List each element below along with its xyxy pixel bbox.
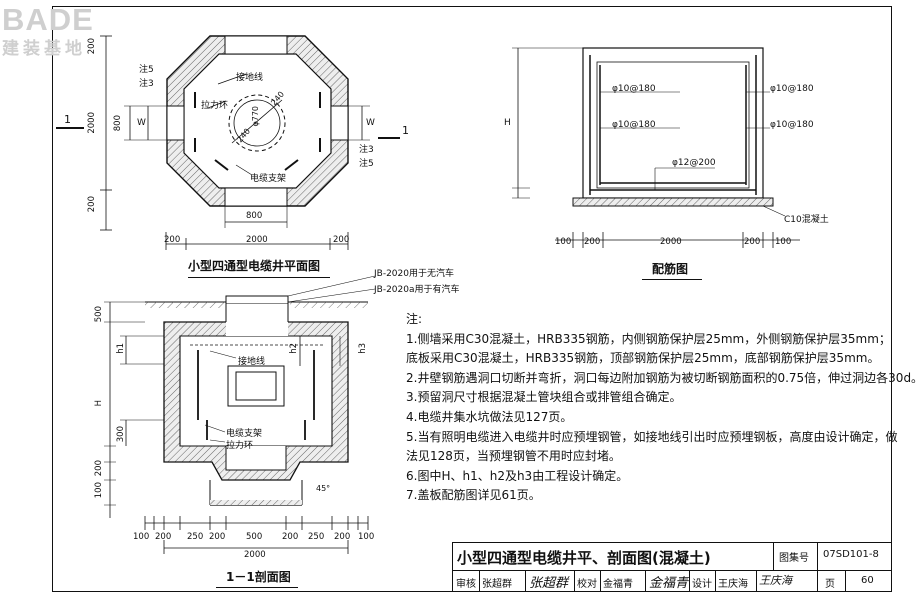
rebar-dim-100-right: 100	[775, 237, 792, 247]
page-number: 60	[861, 575, 874, 586]
section-bdim-250-right: 250	[308, 532, 325, 542]
title-block-row2: 审核 张超群 张超群 校对 金福青 金福青 设计 王庆海 王庆海 页 60	[453, 570, 891, 592]
designer-name: 王庆海	[718, 579, 748, 590]
drawing-title: 小型四通型电缆井平、剖面图(混凝土)	[457, 549, 711, 567]
reviewer-signature: 张超群	[529, 576, 569, 591]
rebar-dim-200-left: 200	[584, 237, 601, 247]
plan-w-left: W	[137, 118, 146, 128]
rebar-dim-2000: 2000	[660, 237, 682, 247]
rebar-label-5: φ12@200	[672, 158, 716, 168]
rebar-label-3: φ10@180	[612, 120, 656, 130]
section-bdim-200-mid: 200	[209, 532, 226, 542]
plan-dim-800-v: 800	[113, 115, 123, 132]
rebar-label-2: φ10@180	[770, 84, 814, 94]
section-dim-100: 100	[94, 482, 104, 499]
section-jb-car: JB-2020a用于有汽车	[374, 285, 460, 295]
section-bdim-200-mid2: 200	[282, 532, 299, 542]
section-bdim-200-left: 200	[155, 532, 172, 542]
plan-dim-800-h: 800	[246, 211, 263, 221]
section-bdim-250-left: 250	[187, 532, 204, 542]
plan-note5-left: 注5	[139, 65, 154, 75]
plan-caption-underline	[188, 277, 330, 278]
plan-cable-support-label: 电缆支架	[250, 174, 287, 184]
section-mark-right: 1	[402, 124, 409, 137]
section-dim-h: H	[94, 400, 104, 407]
section-bdim-200-right: 200	[334, 532, 351, 542]
rebar-concrete-label: C10混凝土	[784, 215, 829, 225]
reviewer-name: 张超群	[482, 579, 512, 590]
rebar-h-label: H	[504, 118, 511, 128]
brand-logo: BADE 建装基地	[2, 2, 94, 59]
rebar-dim-100-left: 100	[555, 237, 572, 247]
plan-caption: 小型四通型电缆井平面图	[188, 259, 321, 273]
plan-dim-2000-v: 2000	[87, 112, 97, 134]
note-line: 底板采用C30混凝土，HRB335钢筋，顶部钢筋保护层25mm，底部钢筋保护层3…	[406, 351, 880, 366]
logo-sub-text: 建装基地	[2, 39, 86, 59]
plan-pull-ring-label: 拉力环	[201, 101, 229, 111]
note-line: 2.井壁钢筋遇洞口切断并弯折，洞口每边附加钢筋为被切断钢筋面积的0.75倍，伸过…	[406, 370, 923, 385]
page-label: 页	[825, 579, 835, 590]
section-cable-support-label: 电缆支架	[226, 429, 263, 439]
notes-block: 注: 1.侧墙采用C30混凝土，HRB335钢筋，内侧钢筋保护层25mm，外侧钢…	[406, 310, 923, 506]
plan-ground-wire-label: 接地线	[236, 73, 264, 83]
section-bdim-100-left: 100	[133, 532, 150, 542]
note-line: 法见128页，当预埋钢管不用时应封堵。	[406, 449, 621, 464]
logo-main-text: BADE	[2, 2, 94, 37]
title-block-row1: 小型四通型电缆井平、剖面图(混凝土) 图集号 07SD101-8	[453, 543, 891, 571]
check-label: 校对	[577, 579, 597, 590]
section-bdim-100-right: 100	[358, 532, 375, 542]
section-dim-h2: h2	[289, 343, 299, 354]
rebar-label-4: φ10@180	[770, 120, 814, 130]
plan-cover-circle	[228, 94, 286, 152]
atlas-label: 图集号	[779, 553, 809, 564]
section-dim-h3: h3	[358, 343, 368, 354]
rebar-label-1: φ10@180	[612, 84, 656, 94]
checker-signature: 金福青	[649, 576, 689, 591]
note-line: 1.侧墙采用C30混凝土，HRB335钢筋，内侧钢筋保护层25mm，外侧钢筋保护…	[406, 331, 891, 346]
design-label: 设计	[692, 579, 712, 590]
plan-dim-200-left: 200	[164, 235, 181, 245]
atlas-number: 07SD101-8	[823, 549, 879, 560]
section-caption: 1－1剖面图	[226, 570, 291, 584]
title-block: 小型四通型电缆井平、剖面图(混凝土) 图集号 07SD101-8 审核 张超群 …	[452, 542, 892, 592]
rebar-dim-200-right: 200	[744, 237, 761, 247]
rebar-caption: 配筋图	[652, 262, 689, 276]
plan-diameter-label: φ770	[251, 106, 260, 127]
note-line: 3.预留洞尺寸根据混凝土管块组合或排管组合确定。	[406, 390, 682, 405]
section-dim-500: 500	[94, 306, 104, 323]
drawing-canvas	[56, 35, 800, 554]
plan-view	[56, 35, 400, 250]
section-bdim-2000: 2000	[244, 550, 266, 560]
rebar-view	[512, 47, 800, 248]
plan-dim-200-right: 200	[333, 235, 350, 245]
section-bdim-500: 500	[246, 532, 263, 542]
plan-dim-200-top: 200	[87, 38, 97, 55]
section-mark-left: 1	[64, 113, 71, 126]
plan-note5-right: 注5	[359, 159, 374, 169]
section-dim-h1: h1	[116, 343, 126, 354]
section-view	[104, 275, 376, 554]
notes-heading: 注:	[406, 312, 423, 326]
section-angle-label: 45°	[316, 484, 331, 493]
plan-dim-2000-h: 2000	[246, 235, 268, 245]
rebar-caption-underline	[642, 279, 702, 280]
plan-dim-200-bottom: 200	[87, 196, 97, 213]
section-dim-300: 300	[116, 426, 126, 443]
section-pull-ring-label: 拉力环	[226, 441, 254, 451]
note-line: 7.盖板配筋图详见61页。	[406, 488, 541, 503]
note-line: 6.图中H、h1、h2及h3由工程设计确定。	[406, 468, 629, 483]
section-caption-underline	[216, 587, 298, 588]
plan-note3-left: 注3	[139, 79, 154, 89]
section-ground-wire-label: 接地线	[238, 357, 266, 367]
review-label: 审核	[456, 579, 476, 590]
designer-signature: 王庆海	[759, 574, 792, 587]
plan-w-right: W	[366, 118, 375, 128]
section-jb-no-car: JB-2020用于无汽车	[374, 269, 454, 279]
section-dim-200: 200	[94, 460, 104, 477]
note-line: 4.电缆井集水坑做法见127页。	[406, 409, 573, 424]
plan-note3-right: 注3	[359, 145, 374, 155]
note-line: 5.当有照明电缆进入电缆井时应预埋钢管，如接地线引出时应预埋钢板，高度由设计确定…	[406, 429, 898, 444]
checker-name: 金福青	[603, 579, 633, 590]
